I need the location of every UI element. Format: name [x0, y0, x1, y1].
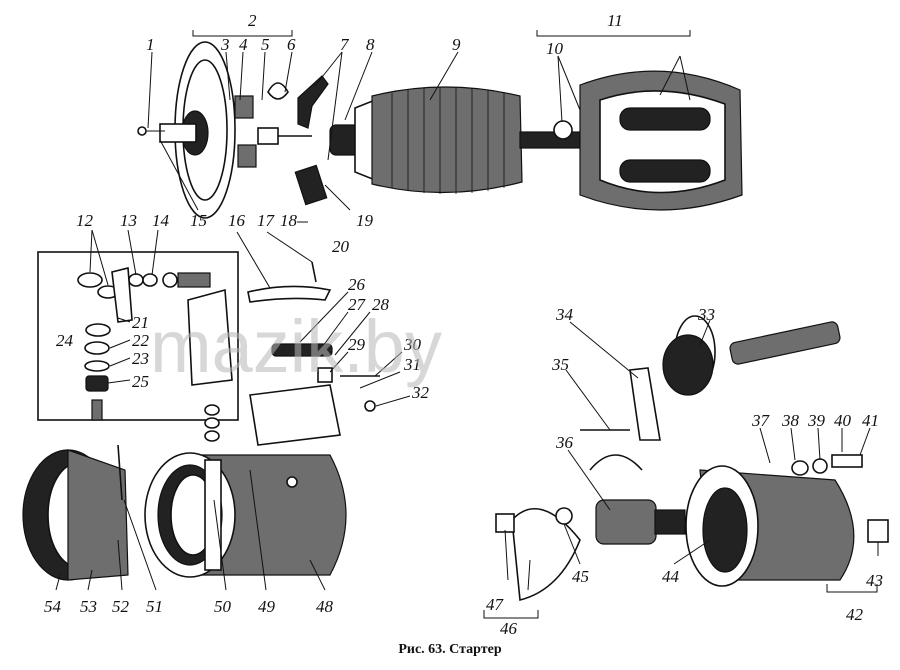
- part-label-33: 33: [697, 305, 715, 324]
- figure-caption: Рис. 63. Стартер: [398, 642, 502, 657]
- part-label-34: 34: [555, 305, 574, 324]
- part-label-17: 17: [257, 211, 276, 230]
- part-label-19: 19: [356, 211, 374, 230]
- cover-band: [22, 444, 129, 581]
- armature: [294, 86, 581, 206]
- part-label-45: 45: [572, 567, 589, 586]
- brush-holder-parts: [204, 261, 380, 446]
- part-label-14: 14: [152, 211, 170, 230]
- part-label-37: 37: [751, 411, 771, 430]
- part-label-51: 51: [146, 597, 163, 616]
- part-label-24: 24: [56, 331, 74, 350]
- part-label-36: 36: [555, 433, 574, 452]
- part-label-50: 50: [214, 597, 232, 616]
- part-label-38: 38: [781, 411, 800, 430]
- part-label-29: 29: [348, 335, 366, 354]
- part-label-10: 10: [546, 39, 564, 58]
- part-label-49: 49: [258, 597, 276, 616]
- part-label-30: 30: [403, 335, 422, 354]
- part-label-46: 46: [500, 619, 518, 638]
- part-label-4: 4: [239, 35, 248, 54]
- drive-shaft: [580, 315, 841, 471]
- part-label-5: 5: [261, 35, 270, 54]
- part-label-40: 40: [834, 411, 852, 430]
- part-label-26: 26: [348, 275, 366, 294]
- part-label-31: 31: [403, 355, 421, 374]
- part-label-15: 15: [190, 211, 207, 230]
- leader-lines: [55, 30, 879, 619]
- part-label-9: 9: [452, 35, 461, 54]
- part-label-43: 43: [866, 571, 883, 590]
- part-label-1: 1: [146, 35, 155, 54]
- part-label-42: 42: [846, 605, 864, 624]
- part-label-32: 32: [411, 383, 430, 402]
- part-label-52: 52: [112, 597, 130, 616]
- drive-housing: [685, 454, 889, 587]
- part-label-18: 18: [280, 211, 298, 230]
- part-label-6: 6: [287, 35, 296, 54]
- pinion-and-plate: [495, 499, 686, 602]
- watermark: mazik.by: [150, 305, 442, 388]
- part-label-22: 22: [132, 331, 150, 350]
- part-label-16: 16: [228, 211, 246, 230]
- end-cover-assembly: [137, 41, 329, 219]
- part-label-23: 23: [132, 349, 149, 368]
- part-label-11: 11: [607, 11, 623, 30]
- part-label-21: 21: [132, 313, 149, 332]
- part-label-39: 39: [807, 411, 826, 430]
- part-label-47: 47: [486, 595, 505, 614]
- part-label-20: 20: [332, 237, 350, 256]
- part-label-13: 13: [120, 211, 137, 230]
- starter-housing: [144, 452, 347, 578]
- part-label-8: 8: [366, 35, 375, 54]
- part-label-54: 54: [44, 597, 62, 616]
- part-label-27: 27: [348, 295, 367, 314]
- part-label-12: 12: [76, 211, 94, 230]
- part-number-labels: 1 2 3 4 5 6 7 8 9 10 11 12 13 14 15 16 1…: [44, 11, 883, 638]
- part-label-28: 28: [372, 295, 390, 314]
- part-label-35: 35: [551, 355, 569, 374]
- part-label-3: 3: [220, 35, 230, 54]
- terminal-hardware-inset: [37, 251, 239, 421]
- part-label-7: 7: [340, 35, 350, 54]
- part-label-2: 2: [248, 11, 257, 30]
- part-label-41: 41: [862, 411, 879, 430]
- part-label-53: 53: [80, 597, 97, 616]
- part-label-44: 44: [662, 567, 680, 586]
- field-coils: [553, 70, 743, 211]
- part-label-48: 48: [316, 597, 334, 616]
- part-label-25: 25: [132, 372, 149, 391]
